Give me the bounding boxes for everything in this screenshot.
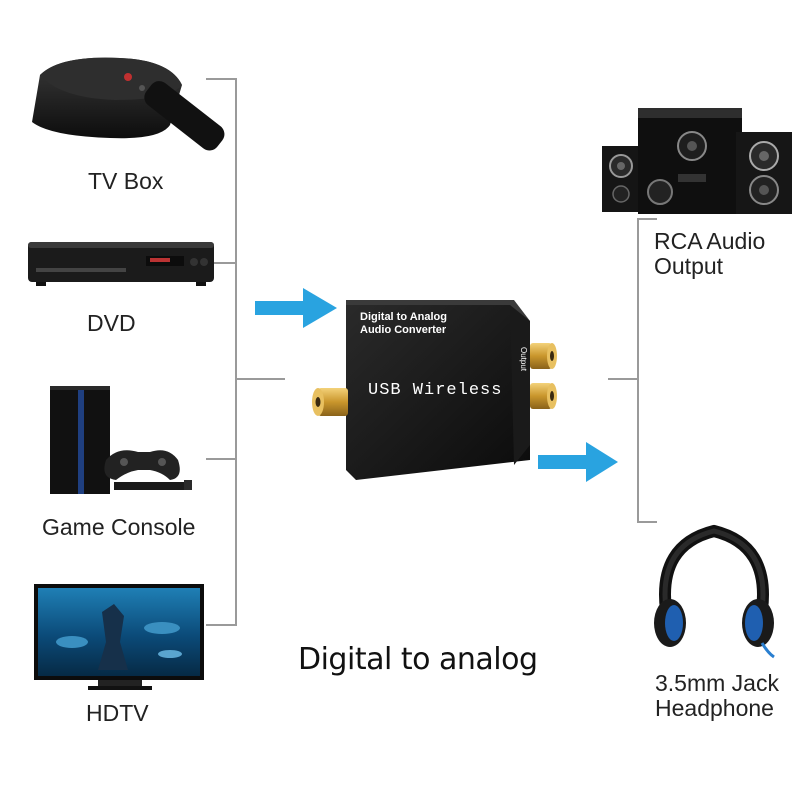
diagram-caption: Digital to analog bbox=[298, 642, 538, 677]
left-bracket-tick-game bbox=[206, 458, 237, 460]
left-bracket-tick-hdtv bbox=[206, 624, 237, 626]
input-arrow-icon bbox=[255, 288, 337, 328]
dvd-player-icon bbox=[28, 242, 214, 286]
game-console-icon bbox=[50, 386, 192, 494]
headphone-label-line2: Headphone bbox=[655, 695, 774, 721]
left-bracket-tick-tvbox bbox=[206, 78, 237, 80]
output-arrow-icon bbox=[538, 442, 618, 482]
converter-device: Digital to Analog Audio Converter USB Wi… bbox=[300, 295, 560, 485]
headphone-icon bbox=[654, 524, 775, 659]
rca-output-label-line1: RCA Audio bbox=[654, 228, 766, 254]
speaker-system-icon bbox=[602, 108, 792, 214]
left-bracket-tick-dvd bbox=[206, 262, 237, 264]
left-bracket-to-converter bbox=[235, 378, 285, 380]
dvd-label: DVD bbox=[87, 310, 136, 336]
converter-model-label: USB Wireless bbox=[368, 381, 503, 400]
right-bracket-tick-bottom bbox=[637, 521, 657, 523]
headphone-label-line1: 3.5mm Jack bbox=[655, 670, 779, 696]
rca-output-label-line2: Output bbox=[654, 253, 724, 279]
hdtv-label: HDTV bbox=[86, 700, 149, 726]
converter-title-line1: Digital to Analog bbox=[360, 311, 447, 323]
game-console-label: Game Console bbox=[42, 514, 196, 540]
right-bracket-tick-top bbox=[637, 218, 657, 220]
tv-box-label: TV Box bbox=[88, 168, 164, 194]
converter-title-line2: Audio Converter bbox=[360, 324, 447, 336]
converter-input-label: Input bbox=[331, 357, 340, 375]
converter-body-icon bbox=[312, 300, 557, 480]
left-bracket-vertical bbox=[235, 78, 237, 626]
right-bracket-vertical bbox=[637, 218, 639, 523]
tv-box-icon bbox=[32, 57, 225, 151]
converter-output-label: Output bbox=[519, 347, 528, 372]
right-bracket-from-converter bbox=[608, 378, 639, 380]
hdtv-icon bbox=[34, 584, 204, 690]
